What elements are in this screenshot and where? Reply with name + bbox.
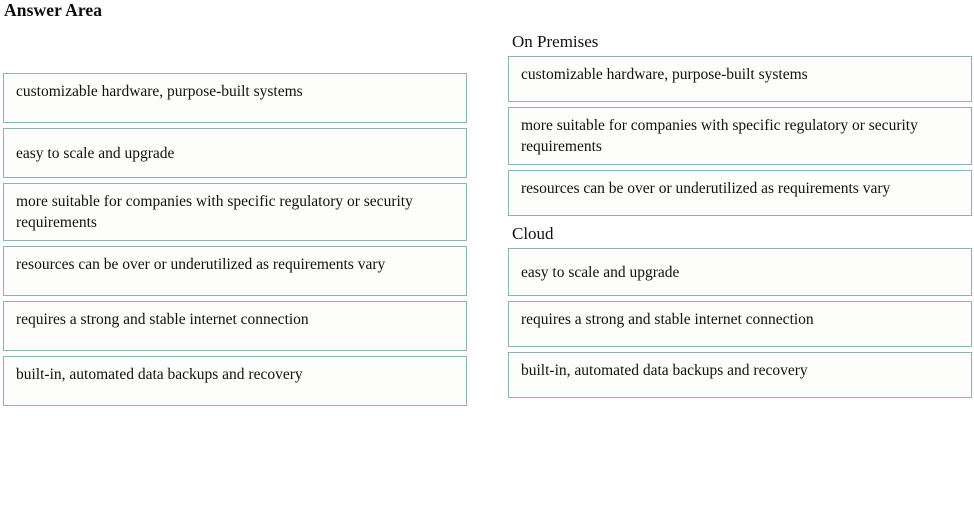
page-title: Answer Area bbox=[4, 0, 103, 20]
option-label: more suitable for companies with specifi… bbox=[16, 193, 413, 231]
option-box[interactable]: requires a strong and stable internet co… bbox=[508, 301, 972, 347]
option-box[interactable]: requires a strong and stable internet co… bbox=[3, 301, 467, 351]
option-label: resources can be over or underutilized a… bbox=[16, 256, 386, 273]
option-label: requires a strong and stable internet co… bbox=[16, 311, 309, 328]
option-box[interactable]: more suitable for companies with specifi… bbox=[508, 107, 972, 165]
group-heading-on-premises: On Premises bbox=[512, 32, 599, 51]
source-options-column: customizable hardware, purpose-built sys… bbox=[3, 73, 467, 411]
option-label: requires a strong and stable internet co… bbox=[521, 311, 814, 328]
option-box[interactable]: easy to scale and upgrade bbox=[508, 248, 972, 296]
option-box[interactable]: easy to scale and upgrade bbox=[3, 128, 467, 178]
option-label: built-in, automated data backups and rec… bbox=[16, 366, 303, 383]
option-label: customizable hardware, purpose-built sys… bbox=[16, 83, 303, 100]
option-box[interactable]: resources can be over or underutilized a… bbox=[508, 170, 972, 216]
option-label: built-in, automated data backups and rec… bbox=[521, 362, 808, 379]
drop-zone-cloud[interactable]: easy to scale and upgrade requires a stro… bbox=[508, 248, 972, 398]
option-box[interactable]: customizable hardware, purpose-built sys… bbox=[508, 56, 972, 102]
option-label: more suitable for companies with specifi… bbox=[521, 117, 918, 155]
option-box[interactable]: resources can be over or underutilized a… bbox=[3, 246, 467, 296]
option-label: easy to scale and upgrade bbox=[521, 263, 680, 281]
option-label: easy to scale and upgrade bbox=[16, 144, 175, 162]
option-label: customizable hardware, purpose-built sys… bbox=[521, 66, 808, 83]
option-label: resources can be over or underutilized a… bbox=[521, 180, 891, 197]
target-groups-column: On Premises customizable hardware, purpos… bbox=[508, 31, 972, 403]
drop-zone-on-premises[interactable]: customizable hardware, purpose-built sys… bbox=[508, 56, 972, 216]
option-box[interactable]: more suitable for companies with specifi… bbox=[3, 183, 467, 241]
option-box[interactable]: built-in, automated data backups and rec… bbox=[3, 356, 467, 406]
option-box[interactable]: customizable hardware, purpose-built sys… bbox=[3, 73, 467, 123]
option-box[interactable]: built-in, automated data backups and rec… bbox=[508, 352, 972, 398]
group-heading-cloud: Cloud bbox=[512, 224, 554, 243]
